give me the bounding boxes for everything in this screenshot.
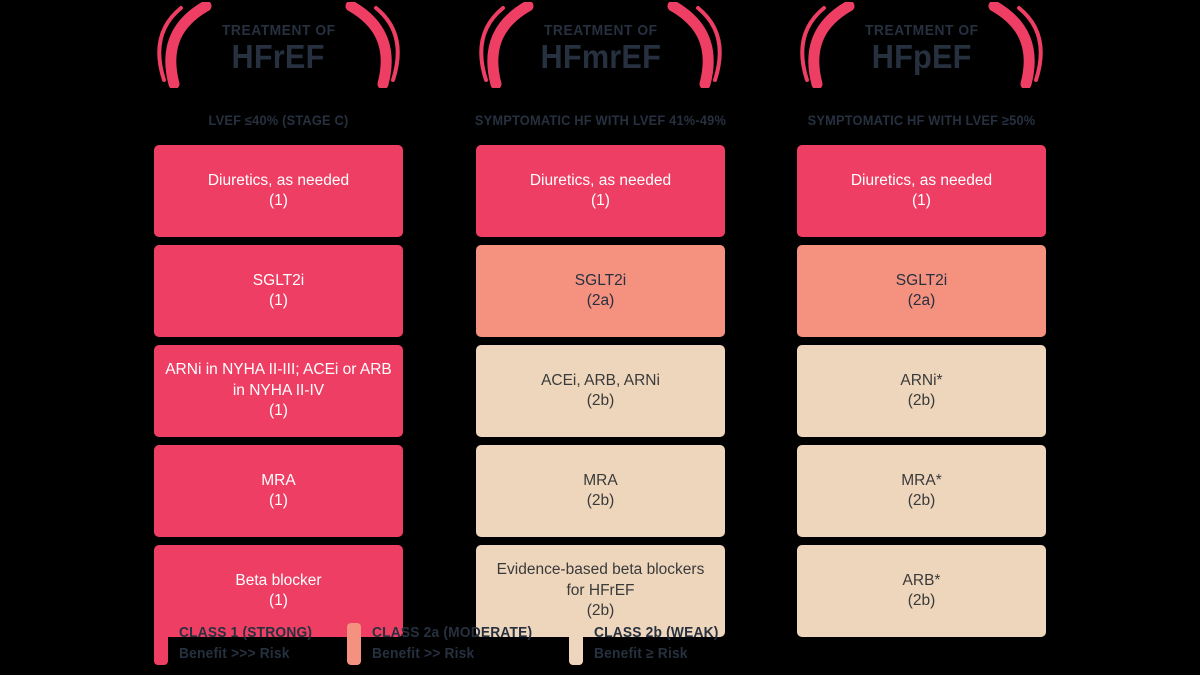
treatment-box: Diuretics, as needed (1) (154, 145, 403, 237)
banner-title: HFmrEF (540, 38, 661, 75)
treatment-label: SGLT2i (895, 271, 948, 289)
treatment-label: Diuretics, as needed (529, 171, 672, 189)
swoosh-right-icon (345, 2, 400, 88)
treatment-label: ACEi, ARB, ARNi (541, 371, 660, 389)
treatment-grade: (1) (912, 192, 931, 209)
treatment-grade: (2a) (586, 292, 615, 309)
swoosh-left-icon (157, 2, 212, 88)
treatment-grade: (2b) (907, 392, 936, 409)
legend-swatch-icon (347, 623, 362, 665)
treatment-column-hfpef: TREATMENT OF HFpEF SYMPTOMATIC HF WITH L… (797, 0, 1046, 637)
legend-title: CLASS 1 (STRONG) (179, 625, 313, 641)
legend-title: CLASS 2b (WEAK) (593, 625, 719, 641)
treatment-box-list: Diuretics, as needed (1) SGLT2i (1) ARNi i… (154, 145, 403, 637)
treatment-grade: (2b) (586, 492, 615, 509)
treatment-box: MRA* (2b) (797, 445, 1046, 537)
treatment-box-list: Diuretics, as needed (1) SGLT2i (2a) ACEi,… (476, 145, 725, 637)
treatment-label: ARNi in NYHA II-III; ACEi or ARB in NYHA… (165, 361, 392, 399)
treatment-box: MRA (2b) (476, 445, 725, 537)
treatment-label: Diuretics, as needed (207, 171, 350, 189)
treatment-box: ACEi, ARB, ARNi (2b) (476, 345, 725, 437)
treatment-grade: (2b) (586, 392, 615, 409)
swoosh-right-icon (667, 2, 722, 88)
treatment-grade: (1) (269, 292, 288, 309)
class-legend: CLASS 1 (STRONG) Benefit >>> Risk CLASS … (154, 623, 725, 665)
treatment-label: ARNi* (900, 371, 943, 389)
treatment-label: Diuretics, as needed (850, 171, 993, 189)
treatment-grade: (1) (269, 592, 288, 609)
column-subtitle: SYMPTOMATIC HF WITH LVEF 41%-49% (474, 113, 727, 128)
treatment-label: SGLT2i (252, 271, 305, 289)
treatment-label: Beta blocker (235, 571, 322, 589)
column-banner: TREATMENT OF HFpEF (797, 0, 1046, 96)
treatment-label: ARB* (902, 571, 941, 589)
swoosh-left-icon (479, 2, 534, 88)
banner-kicker: TREATMENT OF (864, 22, 979, 39)
treatment-column-hfref: TREATMENT OF HFrEF LVEF ≤40% (STAGE C) D… (154, 0, 403, 637)
treatment-column-hfmref: TREATMENT OF HFmrEF SYMPTOMATIC HF WITH … (474, 0, 727, 637)
banner-kicker: TREATMENT OF (221, 22, 336, 39)
column-banner: TREATMENT OF HFrEF (154, 0, 403, 96)
treatment-label: MRA (261, 471, 296, 489)
column-subtitle: LVEF ≤40% (STAGE C) (208, 113, 349, 128)
treatment-grade: (1) (591, 192, 610, 209)
treatment-box: Diuretics, as needed (1) (797, 145, 1046, 237)
legend-item-class-1: CLASS 1 (STRONG) Benefit >>> Risk (154, 623, 319, 665)
treatment-box: SGLT2i (2a) (797, 245, 1046, 337)
treatment-grade: (2a) (907, 292, 936, 309)
legend-title: CLASS 2a (MODERATE) (372, 625, 533, 641)
banner-title: HFpEF (871, 38, 972, 75)
treatment-box: ARB* (2b) (797, 545, 1046, 637)
treatment-grade: (1) (269, 192, 288, 209)
treatment-label: MRA* (901, 471, 942, 489)
treatment-grade: (1) (269, 492, 288, 509)
treatment-box: SGLT2i (1) (154, 245, 403, 337)
treatment-box: Beta blocker (1) (154, 545, 403, 637)
treatment-box: MRA (1) (154, 445, 403, 537)
legend-item-class-2a: CLASS 2a (MODERATE) Benefit >> Risk (347, 623, 541, 665)
treatment-box: Diuretics, as needed (1) (476, 145, 725, 237)
treatment-grade: (2b) (586, 602, 615, 620)
treatment-box: ARNi in NYHA II-III; ACEi or ARB in NYHA… (154, 345, 403, 437)
treatment-grade: (1) (269, 402, 288, 420)
treatment-label: SGLT2i (574, 271, 627, 289)
treatment-label: MRA (583, 471, 618, 489)
treatment-box: Evidence-based beta blockers for HFrEF (2… (476, 545, 725, 637)
swoosh-right-icon (988, 2, 1043, 88)
legend-item-class-2b: CLASS 2b (WEAK) Benefit ≥ Risk (568, 623, 725, 665)
legend-swatch-icon (568, 623, 583, 665)
banner-kicker: TREATMENT OF (543, 22, 658, 39)
banner-title: HFrEF (231, 38, 325, 75)
treatment-label: Evidence-based beta blockers for HFrEF (496, 561, 705, 599)
treatment-grade: (2b) (907, 492, 936, 509)
treatment-box-list: Diuretics, as needed (1) SGLT2i (2a) ARNi*… (797, 145, 1046, 637)
treatment-box: ARNi* (2b) (797, 345, 1046, 437)
treatment-grade: (2b) (907, 592, 936, 609)
column-banner: TREATMENT OF HFmrEF (476, 0, 725, 96)
legend-subtitle: Benefit >> Risk (372, 646, 475, 663)
column-subtitle: SYMPTOMATIC HF WITH LVEF ≥50% (807, 113, 1036, 128)
legend-subtitle: Benefit >>> Risk (179, 646, 290, 663)
treatment-box: SGLT2i (2a) (476, 245, 725, 337)
legend-subtitle: Benefit ≥ Risk (593, 646, 688, 663)
legend-swatch-icon (154, 623, 168, 665)
swoosh-left-icon (800, 2, 855, 88)
